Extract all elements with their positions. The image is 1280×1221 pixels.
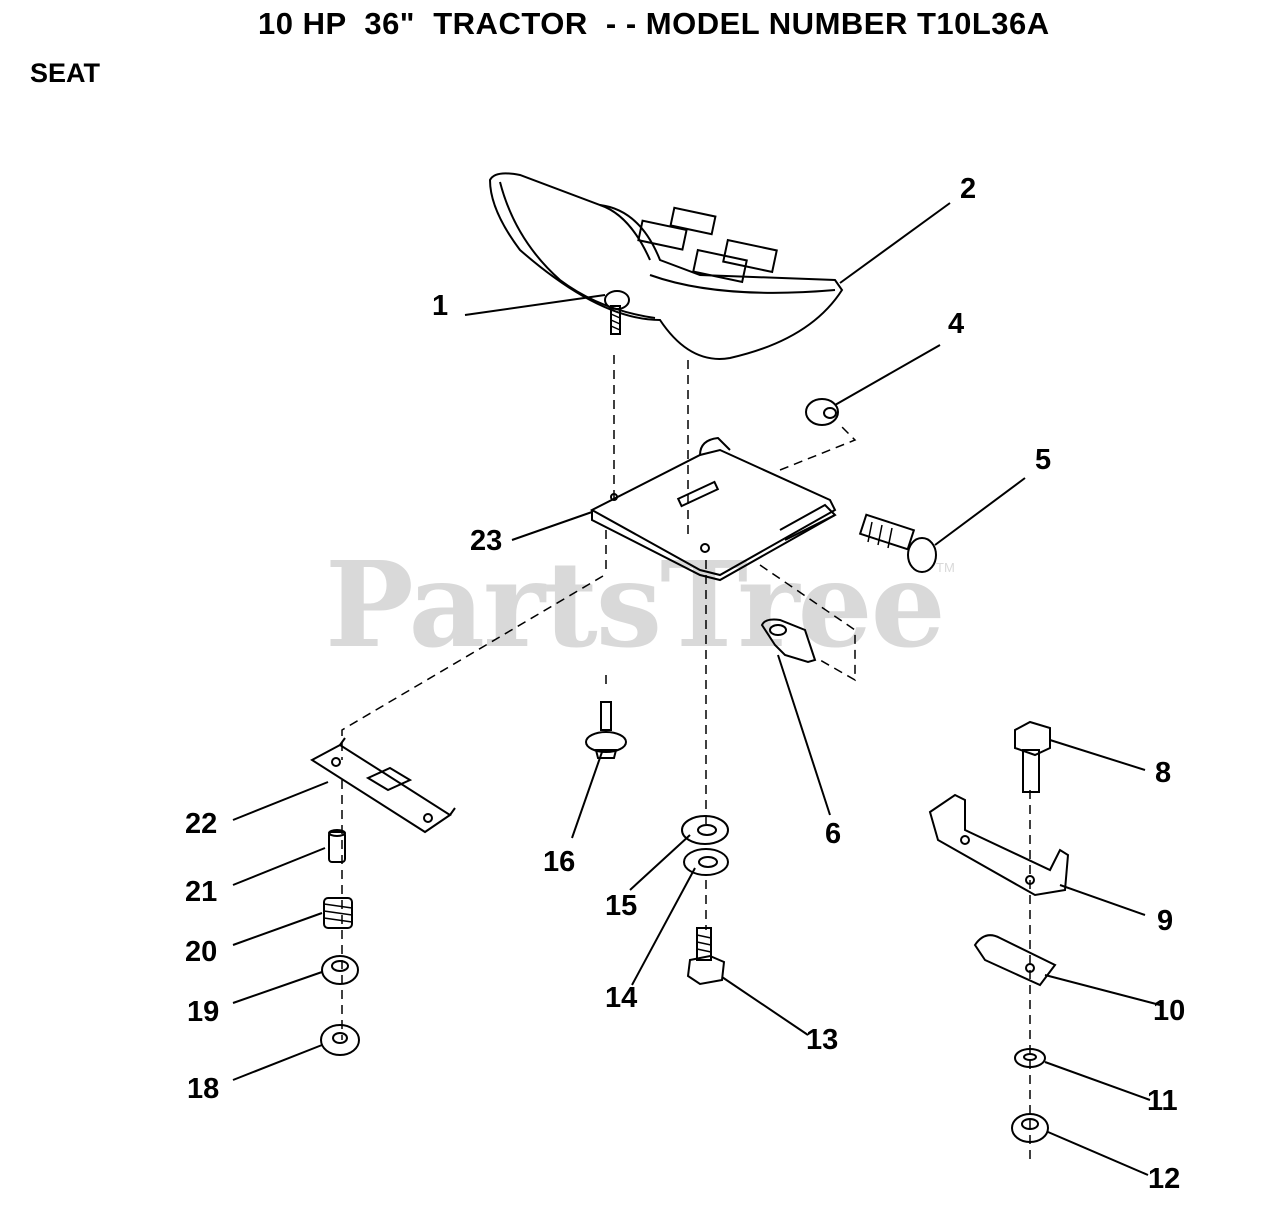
callout-19: 19	[187, 996, 220, 1028]
callout-1: 1	[432, 290, 449, 322]
hex-bolt-part-8	[1014, 720, 1051, 793]
trademark-mark: TM	[936, 560, 955, 575]
bushing-part	[321, 955, 359, 985]
callout-16: 16	[543, 846, 576, 878]
callout-8: 8	[1155, 757, 1172, 789]
spacer-plate-part	[973, 934, 1057, 987]
callout-6: 6	[825, 818, 842, 850]
callout-23: 23	[470, 525, 503, 557]
callout-21: 21	[185, 876, 218, 908]
seat-part	[488, 172, 844, 360]
callout-10: 10	[1153, 995, 1186, 1027]
callout-9: 9	[1157, 905, 1174, 937]
hex-bolt-part-13	[686, 927, 726, 986]
seat-plate-part	[589, 436, 837, 582]
callout-20: 20	[185, 936, 218, 968]
section-title: SEAT	[30, 58, 101, 88]
callout-14: 14	[605, 982, 638, 1014]
hex-nut-part-4	[805, 398, 839, 426]
lock-nut-part-18	[320, 1024, 360, 1056]
spring-part	[323, 897, 353, 929]
callout-18: 18	[187, 1073, 220, 1105]
adjuster-bracket-part	[310, 737, 456, 834]
assembly-guide-lines	[341, 355, 1031, 1160]
callout-2: 2	[960, 173, 977, 205]
partstree-watermark: PartsTree	[325, 535, 946, 674]
callout-11: 11	[1147, 1085, 1178, 1117]
flange-bolt-part	[585, 701, 627, 759]
callout-22: 22	[185, 808, 218, 840]
pin-part	[328, 829, 346, 863]
leader-lines	[232, 202, 1161, 1176]
lock-nut-part-12	[1011, 1113, 1049, 1143]
shoulder-bolt-part	[858, 513, 937, 573]
carriage-bolt-part	[604, 290, 630, 335]
callout-4: 4	[948, 308, 965, 340]
callout-15: 15	[605, 890, 638, 922]
latch-part	[760, 618, 817, 664]
callout-13: 13	[806, 1024, 839, 1056]
callout-12: 12	[1148, 1163, 1181, 1195]
washer-part-14	[683, 848, 729, 876]
washer-part-11	[1014, 1048, 1046, 1068]
washer-part-15	[681, 815, 729, 845]
mounting-bracket-part	[928, 793, 1070, 897]
callout-5: 5	[1035, 444, 1052, 476]
page-title: 10 HP 36" TRACTOR - - MODEL NUMBER T10L3…	[258, 6, 1050, 41]
